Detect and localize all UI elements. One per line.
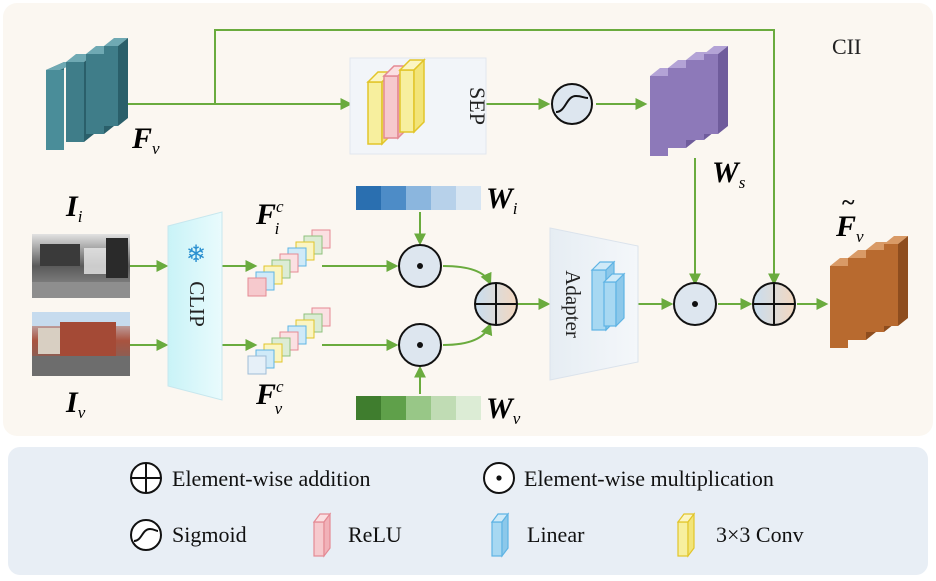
ws-label: Ws xyxy=(712,156,746,192)
visible-image xyxy=(32,312,130,376)
infrared-image xyxy=(32,234,130,298)
output-feature-stack xyxy=(830,236,908,348)
legend-multiplication-icon xyxy=(483,462,515,494)
ws-feature-stack xyxy=(650,46,728,156)
multiply-op-right-icon xyxy=(673,282,717,326)
f-out-tilde: ~ xyxy=(842,190,855,216)
adapter-linear-layers xyxy=(590,260,626,332)
ii-label: Ii xyxy=(65,190,83,226)
snowflake-icon: ❄ xyxy=(186,242,206,268)
legend-conv-label: 3×3 Conv xyxy=(716,522,804,547)
wv-weight-bar xyxy=(356,396,481,420)
adapter-block: Adapter xyxy=(549,227,639,381)
legend-conv-icon xyxy=(676,512,696,558)
legend-sigmoid-label: Sigmoid xyxy=(172,522,247,547)
legend-addition-label: Element-wise addition xyxy=(172,466,371,491)
iv-label: Iv xyxy=(65,386,86,422)
clip-block: ❄ CLIP xyxy=(167,211,223,401)
multiply-op-top-icon xyxy=(398,244,442,288)
wi-weight-bar xyxy=(356,186,481,210)
module-name: CII xyxy=(832,34,861,59)
legend-multiplication-label: Element-wise multiplication xyxy=(524,466,774,491)
feature-token xyxy=(247,277,267,297)
legend-panel xyxy=(8,447,928,575)
legend-linear-icon xyxy=(490,512,510,558)
fv-label: Fv xyxy=(131,122,160,158)
adapter-label: Adapter xyxy=(561,270,585,338)
feature-token xyxy=(247,355,267,375)
add-op-middle-icon xyxy=(474,282,518,326)
clip-label: CLIP xyxy=(185,281,209,327)
wv-label: Wv xyxy=(486,392,521,428)
fic-token-stack xyxy=(247,229,331,297)
sep-label: SEP xyxy=(465,87,490,125)
legend-relu-icon xyxy=(312,512,332,558)
fvc-token-stack xyxy=(247,307,331,375)
multiply-op-bottom-icon xyxy=(398,323,442,367)
sep-block: SEP xyxy=(349,57,490,155)
legend-linear-label: Linear xyxy=(527,522,585,547)
legend-sigmoid-icon xyxy=(130,519,162,551)
legend-relu-label: ReLU xyxy=(348,522,402,547)
connections xyxy=(128,29,829,394)
input-feature-stack xyxy=(46,38,128,150)
f-out-label: Fv xyxy=(835,210,864,246)
wi-label: Wi xyxy=(486,182,518,218)
sigmoid-op-icon xyxy=(551,83,593,125)
add-op-final-icon xyxy=(752,282,796,326)
legend-addition-icon xyxy=(130,462,162,494)
